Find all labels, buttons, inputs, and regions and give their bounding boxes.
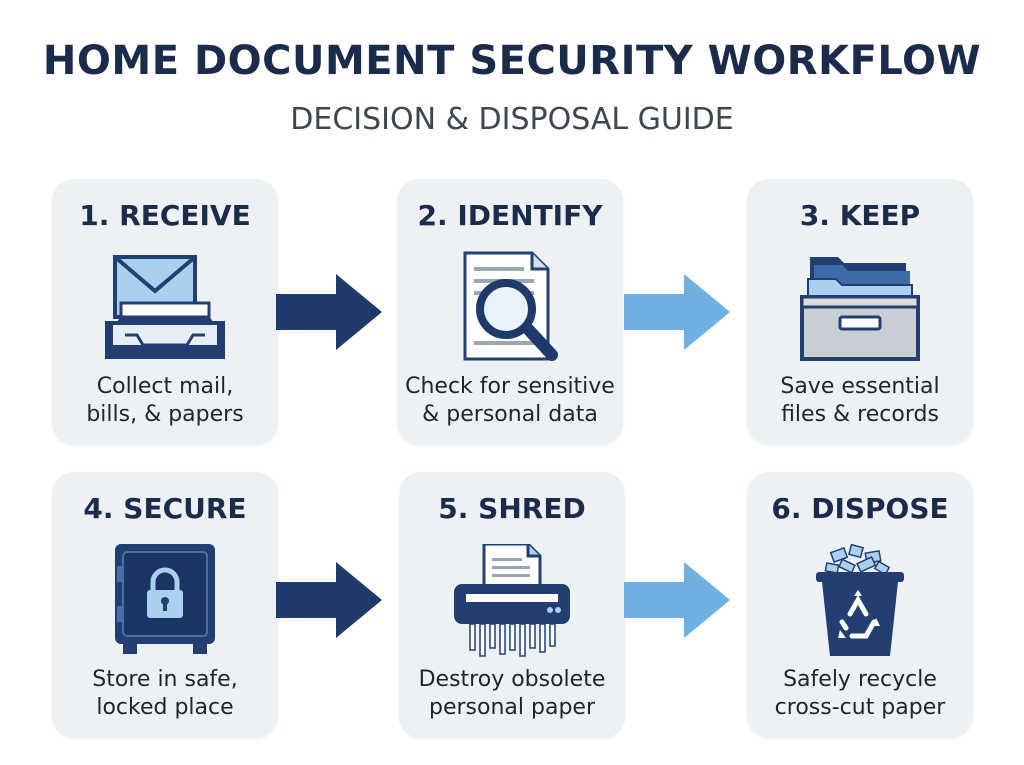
arrow-secure-to-shred xyxy=(276,562,382,638)
magnifier-document-icon xyxy=(463,251,558,361)
page-title: HOME DOCUMENT SECURITY WORKFLOW xyxy=(42,38,982,84)
step-title: 6. DISPOSE xyxy=(771,492,949,525)
file-drawer-icon xyxy=(800,257,920,361)
inbox-tray-icon xyxy=(105,255,225,359)
step-card-keep: 3. KEEP Save essential files & records xyxy=(747,179,973,445)
step-description: Safely recycle cross-cut paper xyxy=(774,667,946,720)
page-subtitle: DECISION & DISPOSAL GUIDE xyxy=(290,102,734,137)
step-card-receive: 1. RECEIVE Collect mail, bills, & papers xyxy=(52,179,278,445)
recycle-bin-icon xyxy=(816,544,904,656)
step-card-shred: 5. SHRED Destroy obsolete personal paper xyxy=(399,472,625,738)
step-description: Store in safe, locked place xyxy=(92,667,238,720)
step-title: 3. KEEP xyxy=(799,199,921,232)
step-description: Check for sensitive & personal data xyxy=(405,374,615,427)
arrow-shred-to-dispose xyxy=(624,562,730,638)
step-card-secure: 4. SECURE Store in safe, locked place xyxy=(52,472,278,738)
arrow-identify-to-keep xyxy=(624,274,730,350)
step-title: 4. SECURE xyxy=(83,492,247,525)
step-title: 2. IDENTIFY xyxy=(417,199,603,232)
shredder-icon xyxy=(454,544,570,657)
step-description: Collect mail, bills, & papers xyxy=(86,374,244,427)
step-description: Destroy obsolete personal paper xyxy=(418,667,606,720)
safe-lock-icon xyxy=(115,544,215,654)
step-card-dispose: 6. DISPOSE Safely recycle cross-cut pape… xyxy=(747,472,973,738)
step-title: 1. RECEIVE xyxy=(79,199,251,232)
arrow-receive-to-identify xyxy=(276,274,382,350)
step-card-identify: 2. IDENTIFY Check for sensitive & person… xyxy=(397,179,623,445)
step-description: Save essential files & records xyxy=(780,374,940,427)
step-title: 5. SHRED xyxy=(438,492,586,525)
